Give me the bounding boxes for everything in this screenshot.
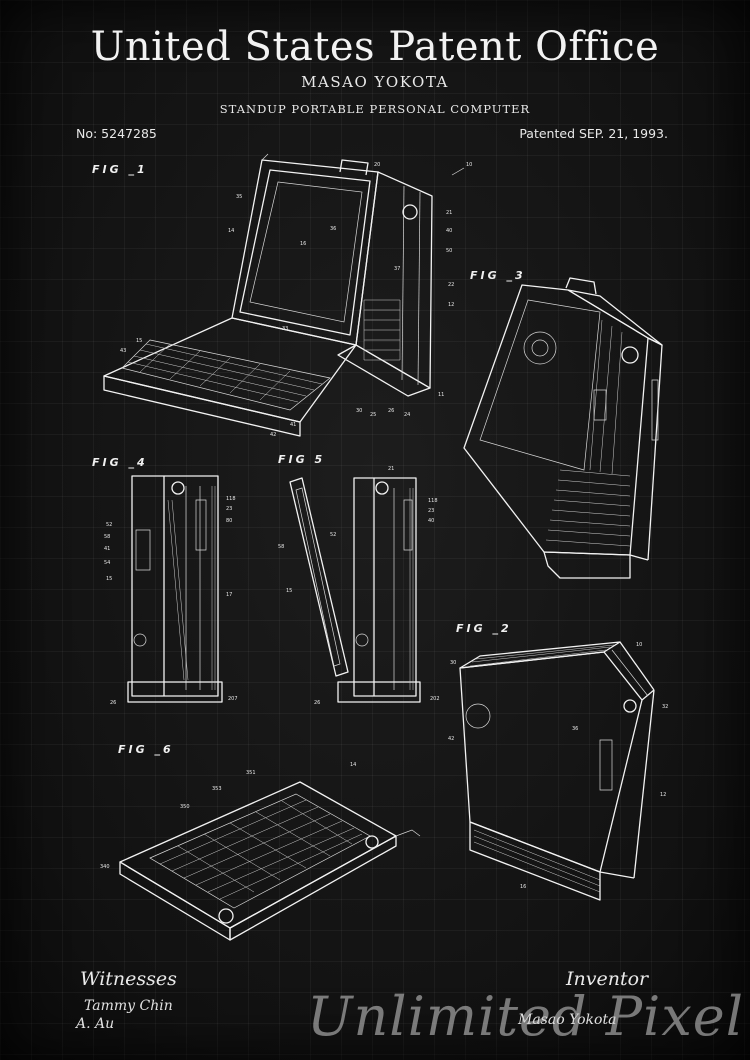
callout-350: 350 <box>180 804 190 810</box>
callout-26c: 26 <box>314 700 320 706</box>
inventor-label: Inventor <box>566 968 649 990</box>
callout-10: 10 <box>466 162 472 168</box>
callout-12b: 12 <box>660 792 666 798</box>
callout-207: 207 <box>228 696 238 702</box>
callout-15: 15 <box>136 338 142 344</box>
callout-58: 58 <box>104 534 110 540</box>
callout-16b: 16 <box>520 884 526 890</box>
callout-15c: 15 <box>286 588 292 594</box>
callout-23: 23 <box>226 506 232 512</box>
witness-2-signature: A. Au <box>76 1016 115 1032</box>
callout-10b: 10 <box>636 642 642 648</box>
callout-16: 16 <box>300 241 306 247</box>
patent-date: Patented SEP. 21, 1993. <box>519 126 668 141</box>
callout-17: 17 <box>226 592 232 598</box>
patent-number: No: 5247285 <box>76 126 157 141</box>
watermark-logo: Unlimited Pixel <box>307 985 744 1048</box>
callout-22: 22 <box>448 282 454 288</box>
callout-11: 11 <box>438 392 444 398</box>
callout-80: 80 <box>226 518 232 524</box>
inventor-signature: Masao Yokota <box>518 1012 617 1028</box>
callout-24: 24 <box>404 412 410 418</box>
callout-26: 26 <box>388 408 394 414</box>
page-title: United States Patent Office <box>90 24 660 70</box>
callout-21b: 21 <box>388 466 394 472</box>
callout-30b: 30 <box>450 660 456 666</box>
callout-118: 118 <box>226 496 236 502</box>
callout-351: 351 <box>246 770 256 776</box>
callout-12: 12 <box>448 302 454 308</box>
callout-33: 33 <box>282 326 288 332</box>
callout-36b: 36 <box>572 726 578 732</box>
fig-5-label: FIG 5 <box>278 453 326 466</box>
callout-15b: 15 <box>106 576 112 582</box>
callout-32: 32 <box>662 704 668 710</box>
fig-4-label: FIG _4 <box>92 456 148 469</box>
invention-title: STANDUP PORTABLE PERSONAL COMPUTER <box>219 102 531 116</box>
fig-1-label: FIG _1 <box>92 163 148 176</box>
callout-42b: 42 <box>448 736 454 742</box>
fig-2-label: FIG _2 <box>456 622 512 635</box>
callout-14b: 14 <box>350 762 356 768</box>
callout-21: 21 <box>446 210 452 216</box>
callout-50: 50 <box>446 248 452 254</box>
callout-36: 36 <box>330 226 336 232</box>
fig-3-label: FIG _3 <box>470 269 526 282</box>
callout-340: 340 <box>100 864 110 870</box>
callout-40b: 40 <box>428 518 434 524</box>
callout-54: 54 <box>104 560 110 566</box>
callout-35: 35 <box>236 194 242 200</box>
witness-1-signature: Tammy Chin <box>84 998 173 1014</box>
fig-6-label: FIG _6 <box>118 743 174 756</box>
callout-23b: 23 <box>428 508 434 514</box>
callout-52b: 52 <box>330 532 336 538</box>
callout-40: 40 <box>446 228 452 234</box>
inventor-name: MASAO YOKOTA <box>301 73 449 91</box>
callout-353: 353 <box>212 786 222 792</box>
callout-58b: 58 <box>278 544 284 550</box>
callout-202: 202 <box>430 696 440 702</box>
callout-41b: 41 <box>104 546 110 552</box>
callout-41: 41 <box>290 422 296 428</box>
callout-30: 30 <box>356 408 362 414</box>
callout-118b: 118 <box>428 498 438 504</box>
callout-43: 43 <box>120 348 126 354</box>
callout-26b: 26 <box>110 700 116 706</box>
callout-42: 42 <box>270 432 276 438</box>
callout-14: 14 <box>228 228 234 234</box>
callout-37: 37 <box>394 266 400 272</box>
witnesses-label: Witnesses <box>80 968 177 990</box>
callout-52: 52 <box>106 522 112 528</box>
callout-25: 25 <box>370 412 376 418</box>
callout-20: 20 <box>374 162 380 168</box>
